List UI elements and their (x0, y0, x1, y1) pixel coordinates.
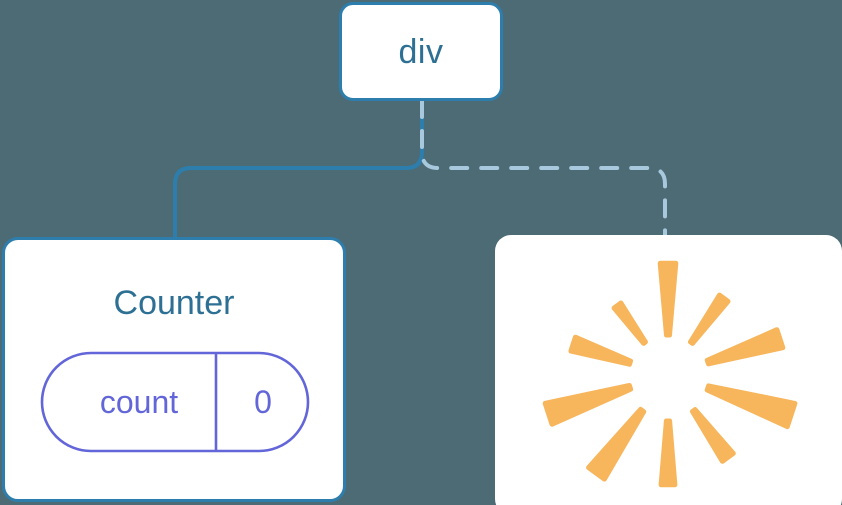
spinner-ray-4 (690, 407, 736, 464)
node-div-label: div (398, 32, 444, 71)
node-div[interactable]: div (339, 2, 503, 101)
edge-div-to-spinner (420, 99, 667, 242)
spinner-rays (542, 260, 798, 488)
spinner-ray-2 (704, 327, 786, 367)
spinner-ray-5 (658, 418, 678, 488)
spinner-ray-8 (568, 334, 633, 367)
spinner-ray-0 (657, 260, 679, 338)
spinner-ray-9 (611, 300, 648, 346)
spinner-ray-3 (704, 383, 798, 430)
state-pill-key: count (99, 384, 179, 420)
state-pill-outline (40, 351, 310, 453)
state-pill-value: 0 (254, 384, 272, 420)
node-spinner[interactable] (495, 235, 842, 505)
node-counter-label: Counter (113, 284, 235, 322)
state-pill[interactable]: count 0 (40, 351, 310, 453)
edge-div-to-counter (173, 99, 424, 242)
spinner-ray-7 (542, 383, 634, 427)
spinner-ray-1 (688, 292, 731, 346)
spinner-ray-6 (586, 406, 647, 482)
